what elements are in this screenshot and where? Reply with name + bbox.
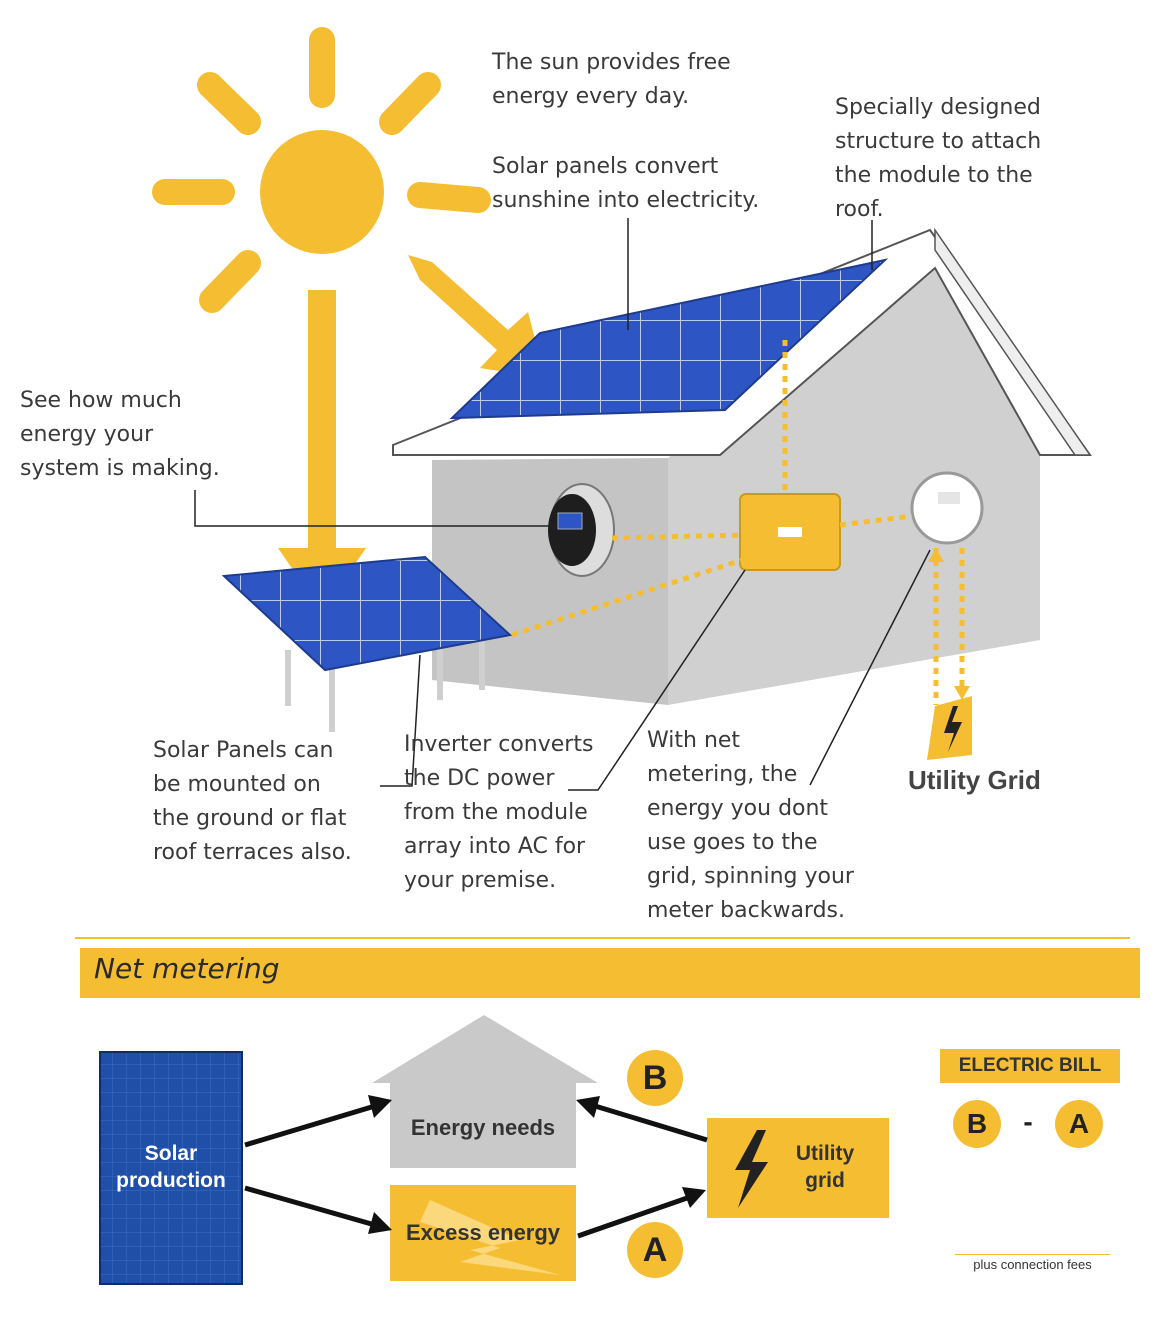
connection-fees-note: plus connection fees [955, 1254, 1110, 1272]
net-metering-diagram [99, 1015, 1103, 1285]
excess-energy-label: Excess energy [405, 1220, 561, 1245]
callout-panels: Solar panels convert sunshine into elect… [492, 154, 760, 213]
utility-grid-box-label: Utility grid [795, 1142, 855, 1192]
callout-net-metering: With net metering, the energy you dont u… [647, 728, 854, 923]
bill-a: A [1068, 1108, 1090, 1139]
energy-needs-house [372, 1015, 598, 1168]
sun-icon [152, 27, 545, 612]
callout-monitor: See how much energy your system is makin… [20, 388, 220, 481]
utility-grid-icon [927, 696, 972, 760]
marker-a: A [642, 1231, 668, 1269]
ground-solar-panels [221, 555, 513, 732]
solar-production-panel [99, 1051, 243, 1285]
electric-bill-title: ELECTRIC BILL [940, 1049, 1120, 1083]
section-rule [75, 937, 1130, 939]
roof-solar-panels [449, 258, 889, 420]
callout-sun: The sun provides free energy every day. [492, 50, 731, 109]
marker-a-circle [627, 1222, 683, 1278]
meter-icon [910, 471, 984, 545]
monitor-device [548, 483, 615, 577]
bill-a-circle [1055, 1100, 1103, 1148]
bill-b: B [966, 1108, 988, 1139]
section-header-bar [80, 948, 1140, 998]
callout-structure: Specially designed structure to attach t… [835, 95, 1042, 222]
marker-b: B [642, 1059, 668, 1097]
bill-b-circle [953, 1100, 1001, 1148]
lightning-icon [735, 1130, 768, 1208]
bill-minus: - [1023, 1106, 1033, 1137]
callout-ground: Solar Panels can be mounted on the groun… [153, 738, 352, 865]
callout-inverter: Inverter converts the DC power from the … [404, 732, 594, 893]
utility-grid-label: Utility Grid [908, 765, 1041, 795]
section-title: Net metering [94, 952, 280, 985]
energy-needs-label: Energy needs [410, 1115, 556, 1140]
solar-production-label: Solar production [116, 1142, 226, 1192]
marker-b-circle [627, 1050, 683, 1106]
